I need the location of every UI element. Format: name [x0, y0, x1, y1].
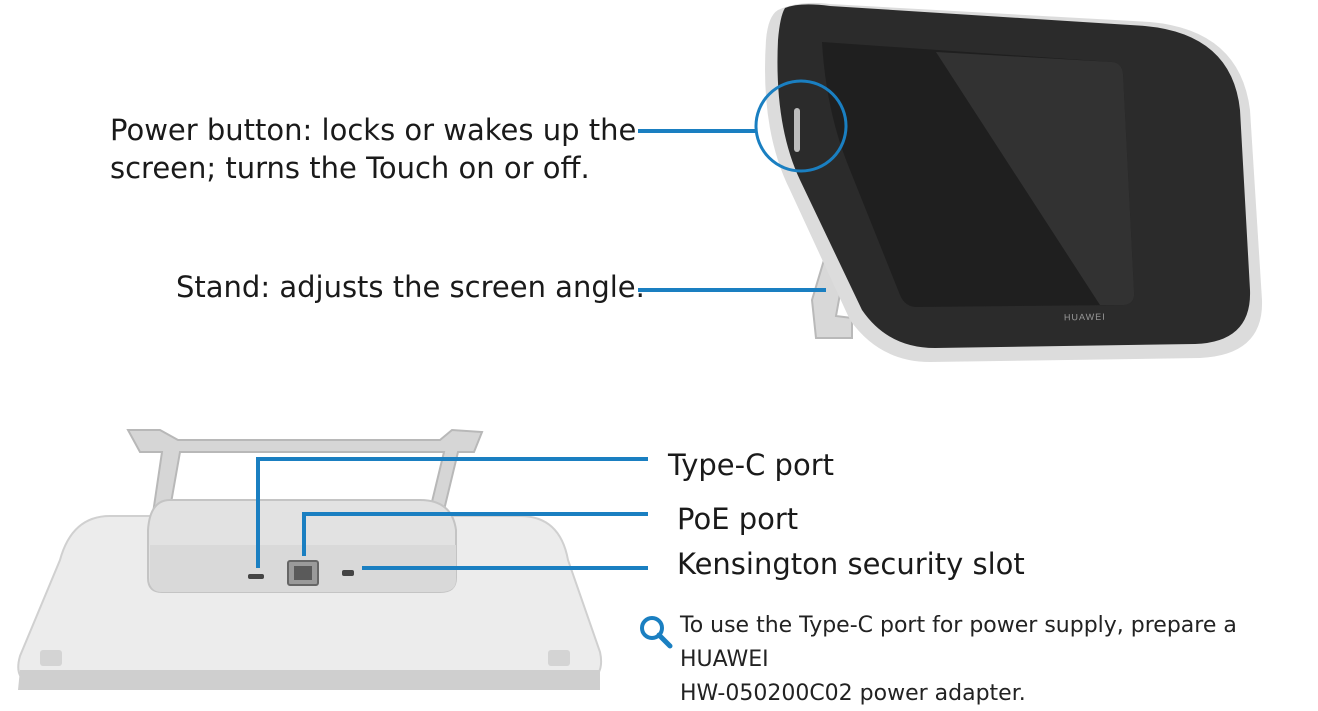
poe-callout: PoE port: [677, 502, 799, 536]
kensington-slot: [342, 570, 354, 576]
typec-port: [248, 574, 264, 579]
poe-port-inner: [294, 566, 312, 580]
brand-logo: HUAWEI: [1063, 311, 1106, 323]
power-supply-note: To use the Type-C port for power supply,…: [680, 609, 1318, 711]
kensington-callout: Kensington security slot: [677, 547, 1025, 581]
foot-left: [40, 650, 62, 666]
note-line1: To use the Type-C port for power supply,…: [680, 613, 1237, 672]
magnifier-icon: [640, 616, 673, 649]
typec-callout: Type-C port: [668, 448, 834, 482]
touch-panel-rear: [17, 428, 602, 690]
rear-base-shadow: [18, 670, 600, 690]
screen-reflection: [936, 52, 1135, 305]
stand-callout: Stand: adjusts the screen angle.: [176, 270, 645, 304]
poe-callout-line: [302, 512, 648, 556]
note-line2: HW-050200C02 power adapter.: [680, 681, 1026, 706]
typec-callout-line: [256, 457, 648, 568]
foot-right: [548, 650, 570, 666]
device-illustration: [17, 2, 1263, 690]
power-button-callout: Power button: locks or wakes up the scre…: [110, 111, 636, 187]
power-highlight-circle: [754, 79, 848, 173]
power-callout-line1: Power button: locks or wakes up the: [110, 113, 637, 147]
power-callout-line2: screen; turns the Touch on or off.: [110, 151, 590, 185]
touch-panel-front: [754, 2, 1263, 362]
power-button: [794, 108, 800, 152]
